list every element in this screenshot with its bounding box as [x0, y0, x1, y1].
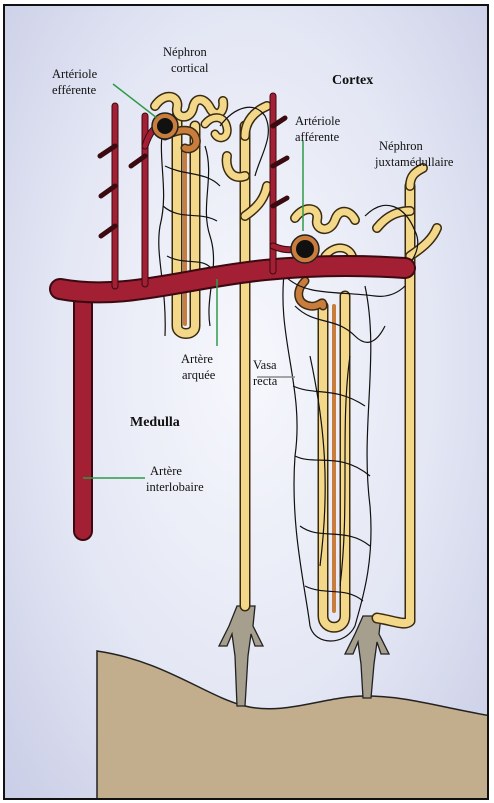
label-nephron-juxtamedullaire-1: Néphron — [379, 139, 423, 153]
diagram-frame: Néphron cortical Cortex Artériole effére… — [3, 4, 489, 800]
label-vasa-recta-2: recta — [253, 374, 278, 388]
label-vasa-recta-1: Vasa — [253, 358, 277, 372]
label-arteriole-afferente-1: Artériole — [295, 114, 341, 128]
label-artere-interlobaire-1: Artère — [150, 464, 182, 478]
label-arteriole-afferente-2: afférente — [295, 130, 340, 144]
collecting-duct-left — [219, 606, 263, 706]
label-artere-arquee-2: arquée — [182, 368, 216, 382]
label-nephron-cortical-1: Néphron — [163, 45, 207, 59]
label-artere-arquee-1: Artère — [181, 352, 213, 366]
tubules — [177, 106, 437, 627]
label-medulla: Medulla — [130, 415, 180, 430]
collecting-duct-right — [345, 616, 389, 698]
label-nephron-juxtamedullaire-2: juxtamédullaire — [374, 155, 454, 169]
renal-papilla — [97, 651, 489, 800]
label-artere-interlobaire-2: interlobaire — [146, 480, 204, 494]
label-cortex: Cortex — [332, 73, 373, 88]
label-nephron-cortical-2: cortical — [171, 61, 209, 75]
label-arteriole-efferente-2: efférente — [52, 83, 97, 97]
nephron-diagram: Néphron cortical Cortex Artériole effére… — [5, 6, 489, 800]
label-arteriole-efferente-1: Artériole — [52, 67, 98, 81]
juxtamedullary-glomerulus — [291, 235, 319, 263]
